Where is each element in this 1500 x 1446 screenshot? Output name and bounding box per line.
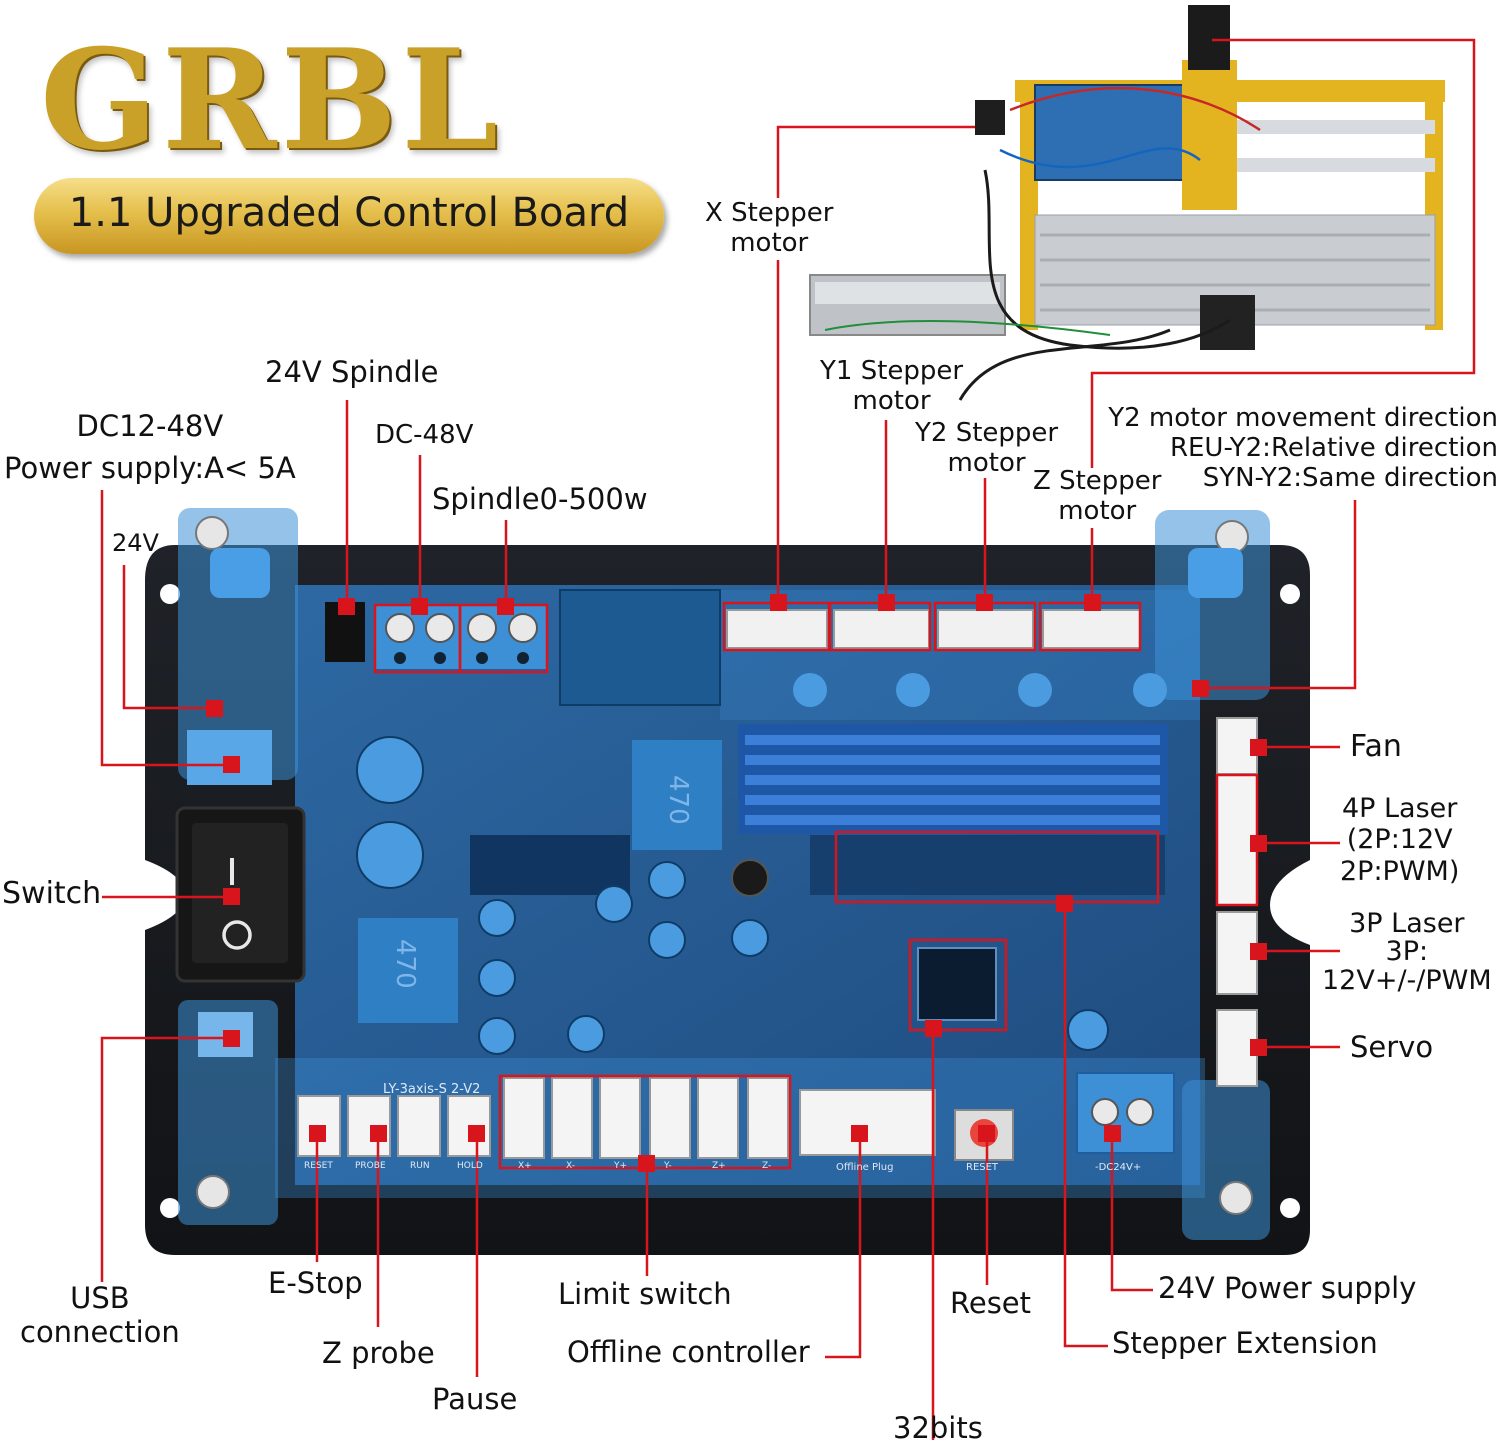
power-24v-label: 24V Power supply xyxy=(1158,1271,1417,1305)
board-name-silk: LY-3axis-S 2-V2 xyxy=(383,1082,480,1097)
limit-silk-zm: Z- xyxy=(762,1161,771,1171)
fan-label: Fan xyxy=(1350,729,1402,764)
y1-stepper-label: Y1 Stepper motor xyxy=(820,356,964,417)
servo-label: Servo xyxy=(1350,1030,1434,1064)
y2-direction-label: Y2 motor movement direction REU-Y2:Relat… xyxy=(1108,403,1498,494)
hdr-silk-reset: RESET xyxy=(304,1161,333,1171)
hdr-silk-hold: HOLD xyxy=(457,1161,483,1171)
marker-dots xyxy=(206,594,1267,1172)
inductor-silk-2: 470 xyxy=(390,939,420,989)
y2-stepper-label: Y2 Stepper motor xyxy=(915,418,1059,479)
reset-silk: RESET xyxy=(966,1162,999,1173)
inductor-silk-1: 470 xyxy=(663,775,693,825)
hdr-silk-run: RUN xyxy=(410,1161,430,1171)
reset-label: Reset xyxy=(950,1286,1032,1320)
mcu-chip xyxy=(917,947,997,1021)
laser-3p-label: 3P Laser 3P: 12V+/-/PWM xyxy=(1322,908,1492,996)
pause-label: Pause xyxy=(432,1382,518,1416)
estop-label: E-Stop xyxy=(268,1266,363,1300)
x-stepper-label: X Stepper motor xyxy=(705,198,834,259)
limit-silk-xp: X+ xyxy=(518,1161,532,1171)
limit-silk-ym: Y- xyxy=(663,1161,672,1171)
limit-silk-zp: Z+ xyxy=(712,1161,726,1171)
usb-label: USB connection xyxy=(20,1281,180,1349)
offline-controller-label: Offline controller xyxy=(567,1335,810,1369)
v24-label: 24V xyxy=(112,529,159,557)
limit-silk-xm: X- xyxy=(566,1161,575,1171)
subtitle-text: 1.1 Upgraded Control Board xyxy=(68,190,630,236)
offline-plug-silk: Offline Plug xyxy=(836,1162,893,1173)
switch-label: Switch xyxy=(2,876,102,911)
hdr-silk-probe: PROBE xyxy=(355,1161,386,1171)
limit-switch-label: Limit switch xyxy=(558,1277,732,1311)
dc24-silk: -DC24V+ xyxy=(1095,1162,1141,1173)
zprobe-label: Z probe xyxy=(322,1336,435,1370)
spindle-24v-label: 24V Spindle xyxy=(265,355,439,389)
laser-4p-label: 4P Laser (2P:12V 2P:PWM) xyxy=(1340,793,1460,887)
bits32-label: 32bits xyxy=(893,1411,983,1445)
stepper-extension-label: Stepper Extension xyxy=(1112,1326,1378,1360)
subtitle-banner: 1.1 Upgraded Control Board xyxy=(34,178,664,254)
page-title: GRBL xyxy=(40,18,503,181)
dc-48v-label: DC-48V xyxy=(375,420,474,450)
cnc-machine xyxy=(809,5,1445,401)
spindle-power-label: Spindle0-500w xyxy=(432,482,648,516)
limit-silk-yp: Y+ xyxy=(613,1161,627,1171)
power-input-label: DC12-48V Power supply:A< 5A xyxy=(4,409,296,486)
z-stepper-label: Z Stepper motor xyxy=(1033,466,1162,527)
